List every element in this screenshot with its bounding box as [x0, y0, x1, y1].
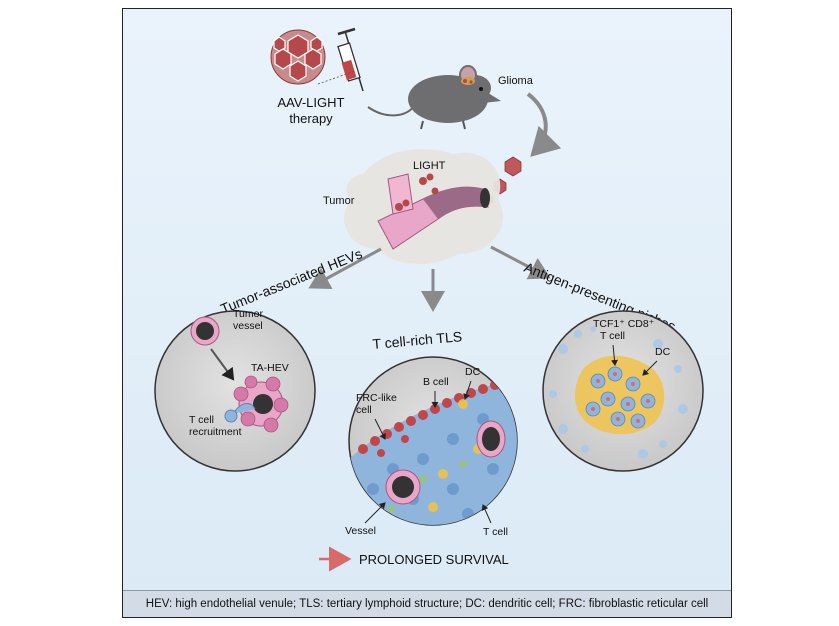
figure-panel: AAV-LIGHT therapy Glioma Tumor LIGHT [122, 8, 732, 618]
tcf-label-1: TCF1⁺ CD8⁺ [593, 318, 655, 330]
dc-tls-label: DC [465, 366, 481, 378]
glioma-label: Glioma [498, 75, 534, 87]
ta-hev-label: TA-HEV [251, 362, 289, 374]
arrow-to-niches [490, 245, 551, 280]
tcell-recruit-label-2: recruitment [189, 426, 242, 438]
arrow-mouse-to-tumor [526, 92, 562, 157]
vessel-label: Vessel [345, 525, 376, 537]
light-label: LIGHT [413, 160, 446, 172]
tumor-vessel-label-2: vessel [233, 320, 263, 332]
tumor-label: Tumor [323, 195, 355, 207]
frc-label-1: FRC-like [356, 392, 397, 404]
survival-label: PROLONGED SURVIVAL [359, 552, 509, 567]
aav-particle-icon [270, 29, 326, 85]
b-cell-label: B cell [423, 376, 449, 388]
tls-title: T cell-rich TLS [372, 328, 463, 352]
tumor-vessel-label-1: Tumor [233, 308, 263, 320]
mouse-icon [367, 65, 501, 130]
tcf-label-2: T cell [600, 330, 625, 342]
light-ligands [395, 173, 439, 211]
diagram-canvas: AAV-LIGHT therapy Glioma Tumor LIGHT [154, 27, 704, 572]
hevs-title: Tumor-associated HEVs [218, 245, 364, 316]
niches-circle [542, 310, 704, 472]
dc-niche-label: DC [655, 346, 671, 358]
therapy-label-line1: AAV-LIGHT [278, 95, 345, 110]
frc-label-2: cell [356, 404, 372, 416]
hevs-circle [154, 310, 316, 472]
abbreviation-legend: HEV: high endothelial venule; TLS: terti… [123, 590, 731, 617]
t-cell-tls-label: T cell [483, 526, 508, 538]
tls-circle [348, 356, 518, 526]
therapy-label-line2: therapy [289, 111, 333, 126]
arrow-to-hevs [308, 247, 382, 289]
syringe-icon [317, 27, 364, 92]
tcell-recruit-label-1: T cell [189, 414, 214, 426]
